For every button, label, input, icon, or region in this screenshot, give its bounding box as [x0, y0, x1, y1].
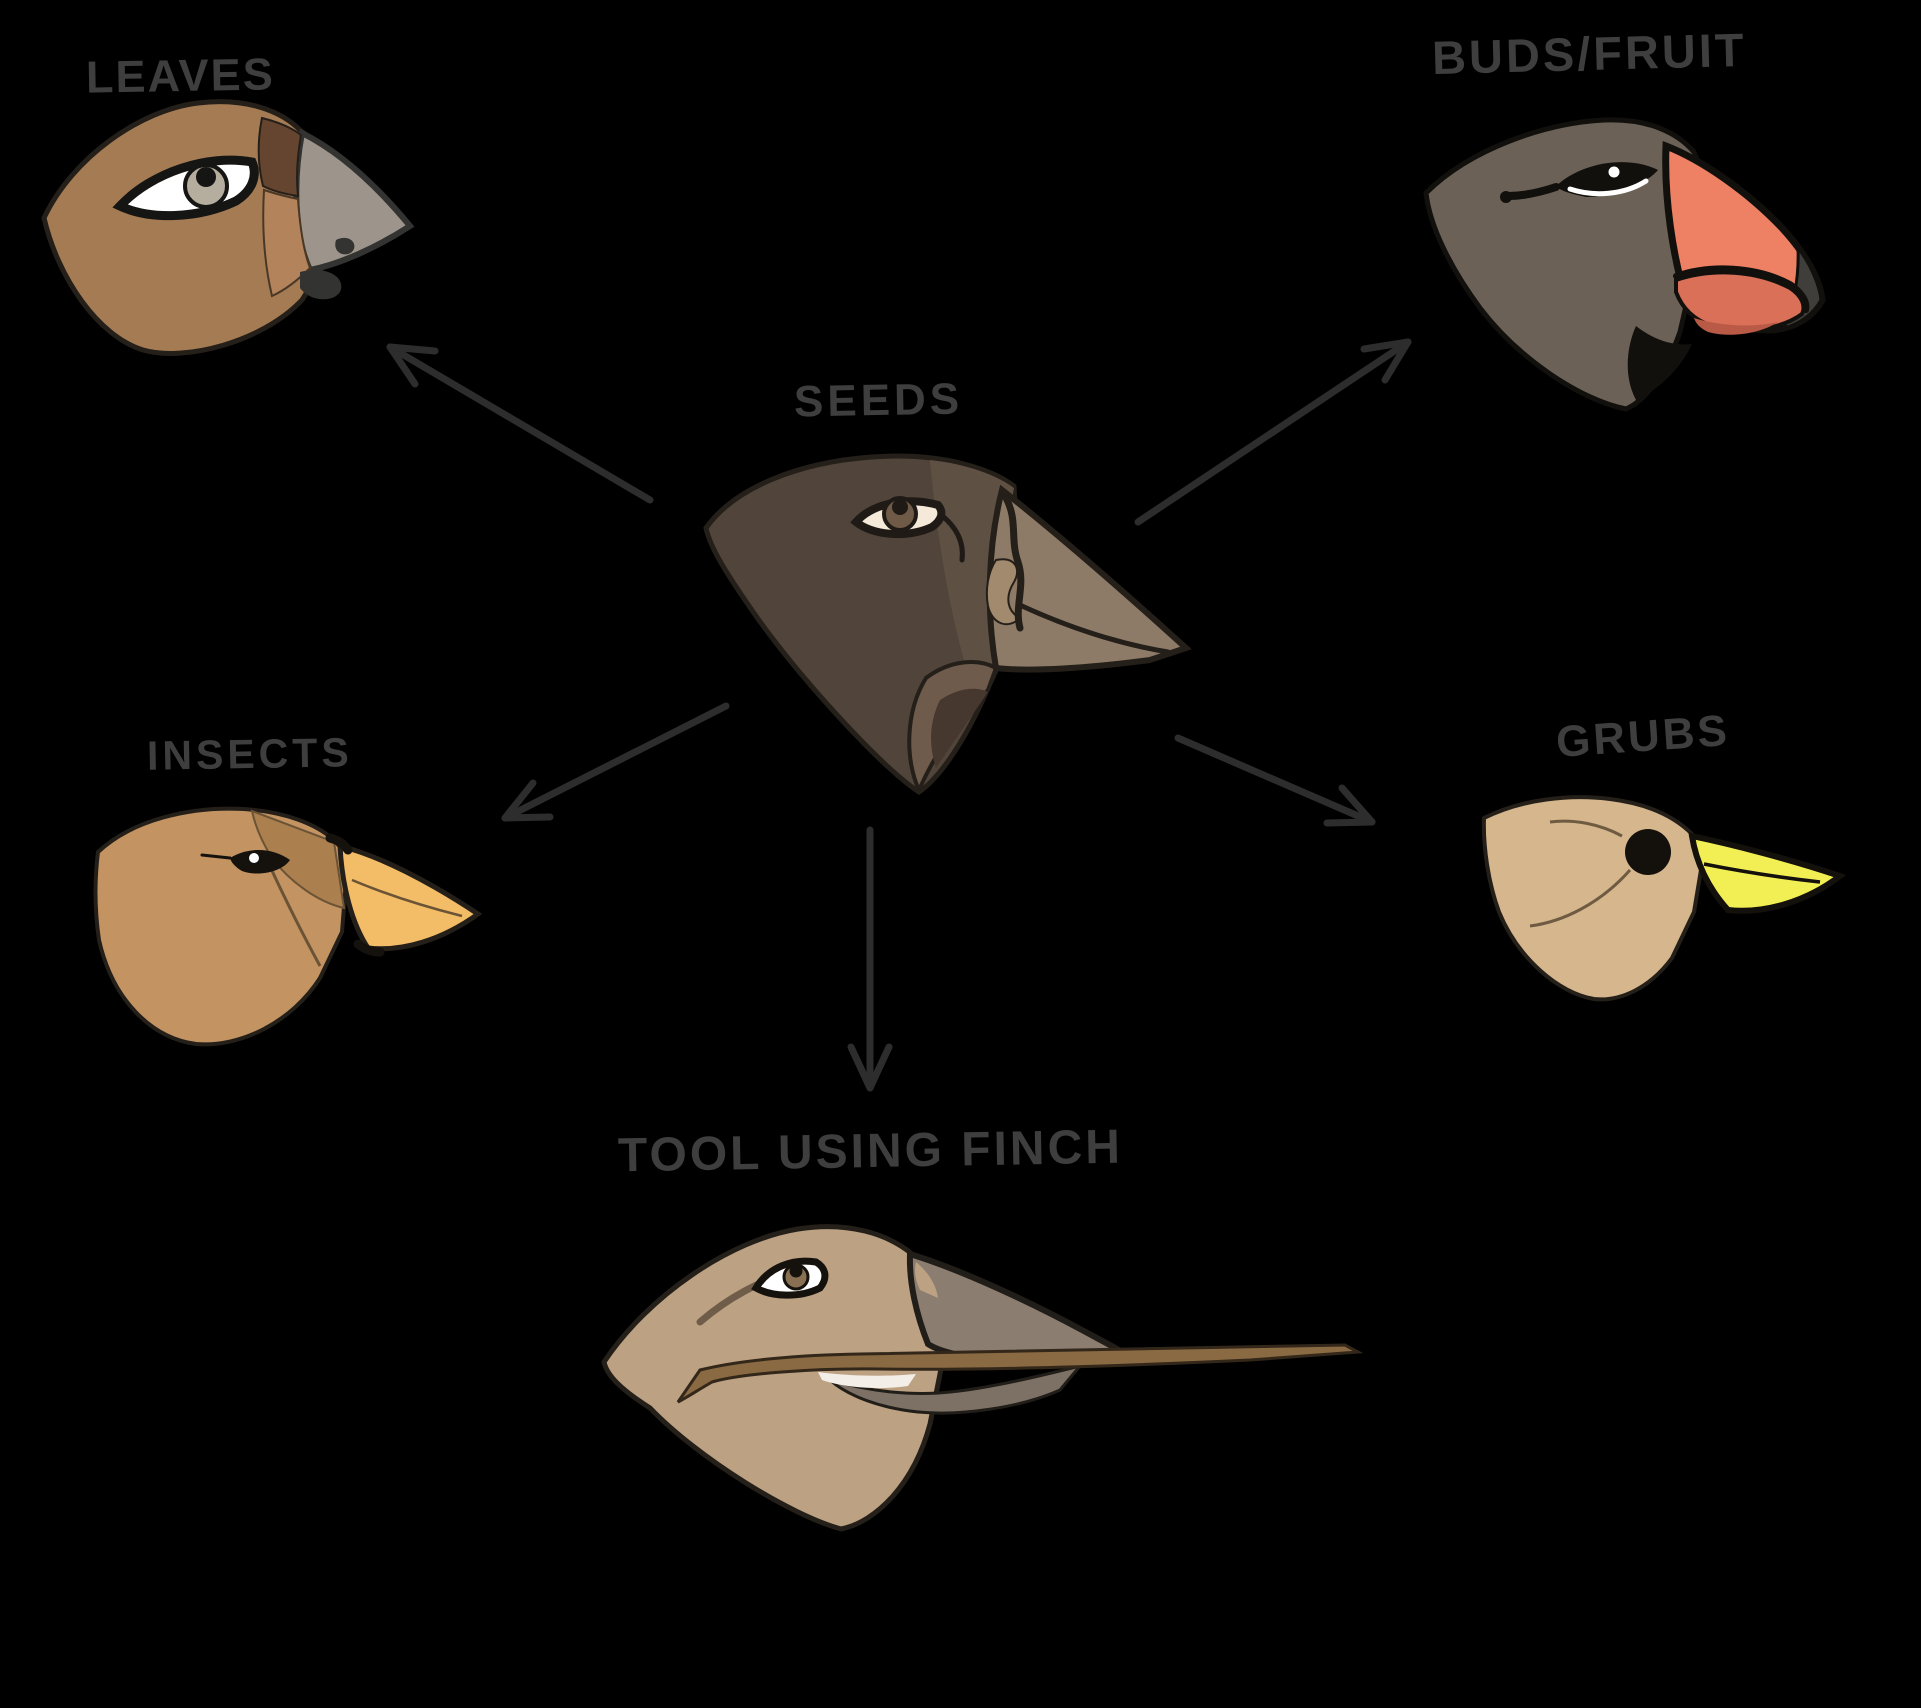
label-seeds: SEEDS	[793, 374, 964, 427]
label-buds-fruit: BUDS/FRUIT	[1431, 22, 1748, 85]
arrow-seeds-to-tool-using-finch	[847, 826, 893, 1092]
seeds-finch-chin-dark	[931, 688, 988, 768]
buds-fruit-finch-eye-glint	[1608, 166, 1620, 178]
tool-using-finch-illustration	[601, 1224, 1364, 1532]
insects-finch-eye	[230, 849, 290, 874]
seeds-finch-illustration	[703, 453, 1192, 796]
buds-fruit-finch-brow-dot	[1500, 191, 1512, 203]
leaves-finch-eye-pupil	[196, 167, 216, 187]
insects-finch-beak	[337, 842, 483, 952]
tool-finch-stick	[676, 1343, 1364, 1404]
grubs-finch-brow-line	[1549, 819, 1623, 838]
insects-finch-eye-line	[200, 853, 232, 860]
leaves-finch-cheek	[262, 188, 312, 298]
buds-fruit-finch-mouth-crease	[1673, 265, 1810, 313]
label-leaves: LEAVES	[85, 48, 276, 103]
arrow-seeds-to-buds-fruit	[1134, 338, 1412, 526]
buds-fruit-finch-chin-mark	[1627, 326, 1692, 400]
buds-fruit-finch-mouth	[1694, 318, 1778, 335]
tool-finch-upper-beak	[906, 1249, 1137, 1365]
buds-fruit-finch-illustration	[1423, 117, 1826, 412]
arrow-seeds-to-grubs	[1174, 734, 1376, 827]
tool-finch-beak-notch	[915, 1262, 938, 1298]
insects-finch-beak-mouth-line	[351, 878, 463, 918]
arrow-seeds-to-insects	[501, 702, 730, 822]
seeds-finch-eye-pupil	[892, 499, 908, 515]
leaves-finch-chin-mark	[300, 270, 342, 300]
buds-fruit-finch-eye	[1556, 162, 1658, 197]
insects-finch-cheek-line	[266, 861, 322, 967]
grubs-finch-beak-mouth-line	[1703, 862, 1821, 884]
buds-fruit-finch-eye-crescent	[1567, 178, 1649, 197]
tool-finch-mouth-white	[818, 1372, 916, 1388]
grubs-finch-eye	[1625, 829, 1671, 875]
label-insects: INSECTS	[146, 729, 354, 779]
insects-finch-illustration	[93, 806, 483, 1047]
leaves-finch-chin-dot	[335, 237, 355, 255]
label-tool-using-finch: TOOL USING FINCH	[617, 1120, 1124, 1183]
seeds-finch-beak-crease	[1019, 603, 1171, 655]
tool-finch-eye-pupil	[789, 1264, 803, 1278]
tool-finch-head	[601, 1224, 949, 1532]
grubs-finch-cheek-line	[1529, 869, 1632, 928]
insects-finch-beak-base-mark-bottom	[353, 939, 385, 957]
grubs-finch-head	[1481, 795, 1707, 1002]
leaves-finch-eye-patch	[257, 116, 303, 198]
insects-finch-eye-glint	[249, 853, 259, 863]
grubs-finch-illustration	[1481, 795, 1847, 1002]
arrow-seeds-to-leaves	[386, 343, 654, 504]
leaves-finch-illustration	[41, 99, 415, 356]
insects-finch-beak-base-mark-top	[325, 833, 353, 855]
seeds-finch-face-squiggle	[1002, 494, 1025, 632]
seeds-finch-eye-line	[937, 511, 965, 563]
